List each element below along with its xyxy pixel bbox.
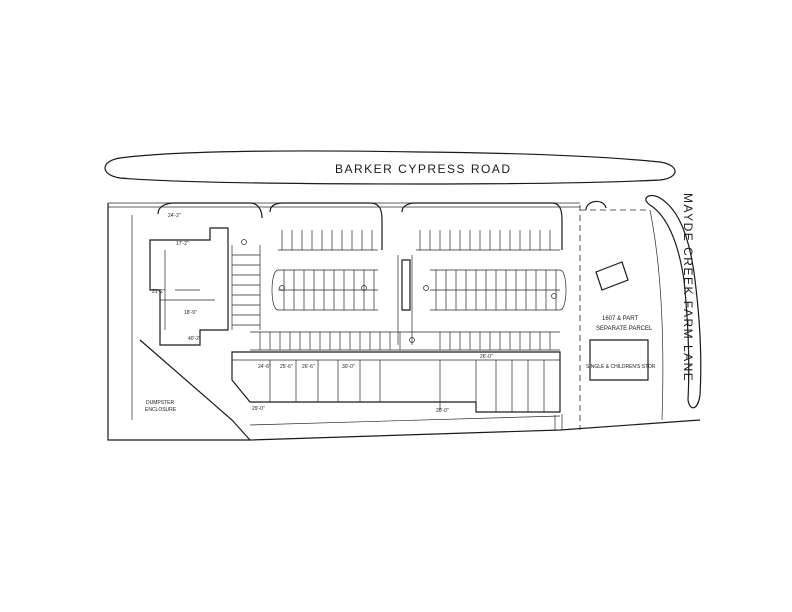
light-poles [241, 239, 557, 343]
parking-island-east [401, 202, 563, 250]
property-line-west [107, 203, 250, 441]
dimension-12: 29'-0" [252, 406, 265, 412]
dimension-7: 25'-6" [280, 364, 293, 370]
road-outline-top [104, 150, 676, 185]
parcel-label-line1: 1607 & PART [602, 316, 638, 322]
parcel-sign [595, 261, 629, 291]
parcel-building [589, 339, 649, 381]
dimension-5: 40'-2" [188, 336, 201, 342]
parcel-label-line2: SEPARATE PARCEL [596, 326, 653, 332]
dumpster-label-1: DUMPSTER [146, 400, 174, 406]
building-strip-bays [232, 359, 560, 412]
building-west [149, 227, 229, 346]
dimension-11: 20'-0" [436, 408, 449, 414]
dimension-9: 30'-0" [342, 364, 355, 370]
parking-row-middle [271, 269, 567, 311]
dimension-8: 26'-6" [302, 364, 315, 370]
center-drive-aisle [397, 255, 413, 345]
parking-island-west [157, 202, 263, 219]
parking-row-west [231, 245, 261, 330]
east-access [554, 414, 563, 430]
dimension-1: 24'-2" [168, 213, 181, 219]
road-label-north: BARKER CYPRESS ROAD [335, 162, 512, 176]
building-west-inner [160, 250, 215, 330]
south-boundary [249, 419, 701, 441]
curb-east [585, 200, 607, 211]
dimension-10: 26'-0" [480, 354, 493, 360]
dimension-2: 17'-2" [176, 241, 189, 247]
dimension-3: 18'-9" [184, 310, 197, 316]
dumpster-label-2: ENCLOSURE [145, 407, 177, 413]
parking-island-center [269, 202, 383, 250]
dimension-4: 21'-2" [152, 289, 165, 295]
parking-row-south [250, 331, 560, 351]
building-strip [231, 351, 561, 413]
parcel-building-label: SINGLE & CHILDREN'S STOR [586, 364, 656, 370]
west-diagonal-edge [139, 339, 251, 441]
center-island [401, 259, 411, 311]
parking-row-north [278, 230, 560, 251]
dimension-6: 24'-6" [258, 364, 271, 370]
south-curb [249, 415, 561, 426]
road-label-east: MAYDE CREEK FARM LANE [681, 193, 695, 382]
road-outline-east [645, 194, 702, 409]
east-edge-line [649, 209, 664, 421]
